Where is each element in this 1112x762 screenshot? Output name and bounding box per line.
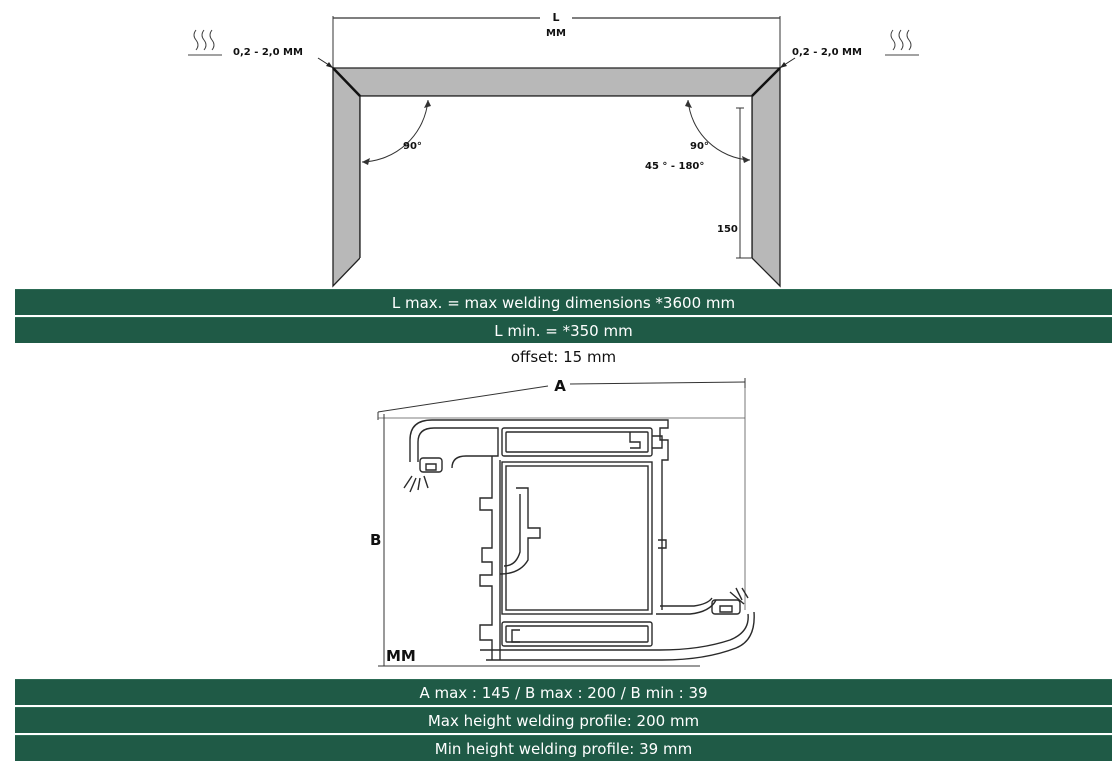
- dimension-150: 150: [717, 224, 738, 235]
- banner-lmin: L min. = *350 mm: [15, 317, 1112, 343]
- frame-top-bar: [331, 67, 782, 97]
- offset-text: offset: 15 mm: [510, 348, 617, 366]
- banner-lmax: L max. = max welding dimensions *3600 mm: [15, 289, 1112, 315]
- frame-right-leg: [751, 66, 781, 288]
- label-L-mm: MM: [546, 28, 566, 39]
- banner-min-height: Min height welding profile: 39 mm: [15, 735, 1112, 761]
- label-L: L: [552, 11, 559, 24]
- profile-cross-section: A B MM: [370, 377, 755, 667]
- heat-waves-icon-right: [885, 29, 919, 56]
- pvc-profile-outline: [403, 419, 755, 661]
- gap-label-right: 0,2 - 2,0 MM: [792, 47, 862, 58]
- label-A: A: [554, 377, 566, 395]
- label-B: B: [370, 531, 381, 549]
- angle-label-left: 90°: [403, 141, 422, 152]
- banner-max-height: Max height welding profile: 200 mm: [15, 707, 1112, 733]
- angle-arc-right: [687, 99, 751, 161]
- heat-waves-icon-left: [188, 29, 222, 56]
- banner-a-b-limits: A max : 145 / B max : 200 / B min : 39: [15, 679, 1112, 705]
- frame-weld-diagram: L MM 0,2 - 2,0 MM 0,2 - 2,0 MM: [188, 11, 919, 288]
- gap-label-left: 0,2 - 2,0 MM: [233, 47, 303, 58]
- angle-arc-left: [361, 99, 429, 163]
- angle-label-right: 90°: [690, 141, 709, 152]
- angle-range-label: 45 ° - 180°: [645, 161, 704, 172]
- label-profile-mm: MM: [386, 647, 416, 665]
- frame-left-leg: [332, 66, 361, 288]
